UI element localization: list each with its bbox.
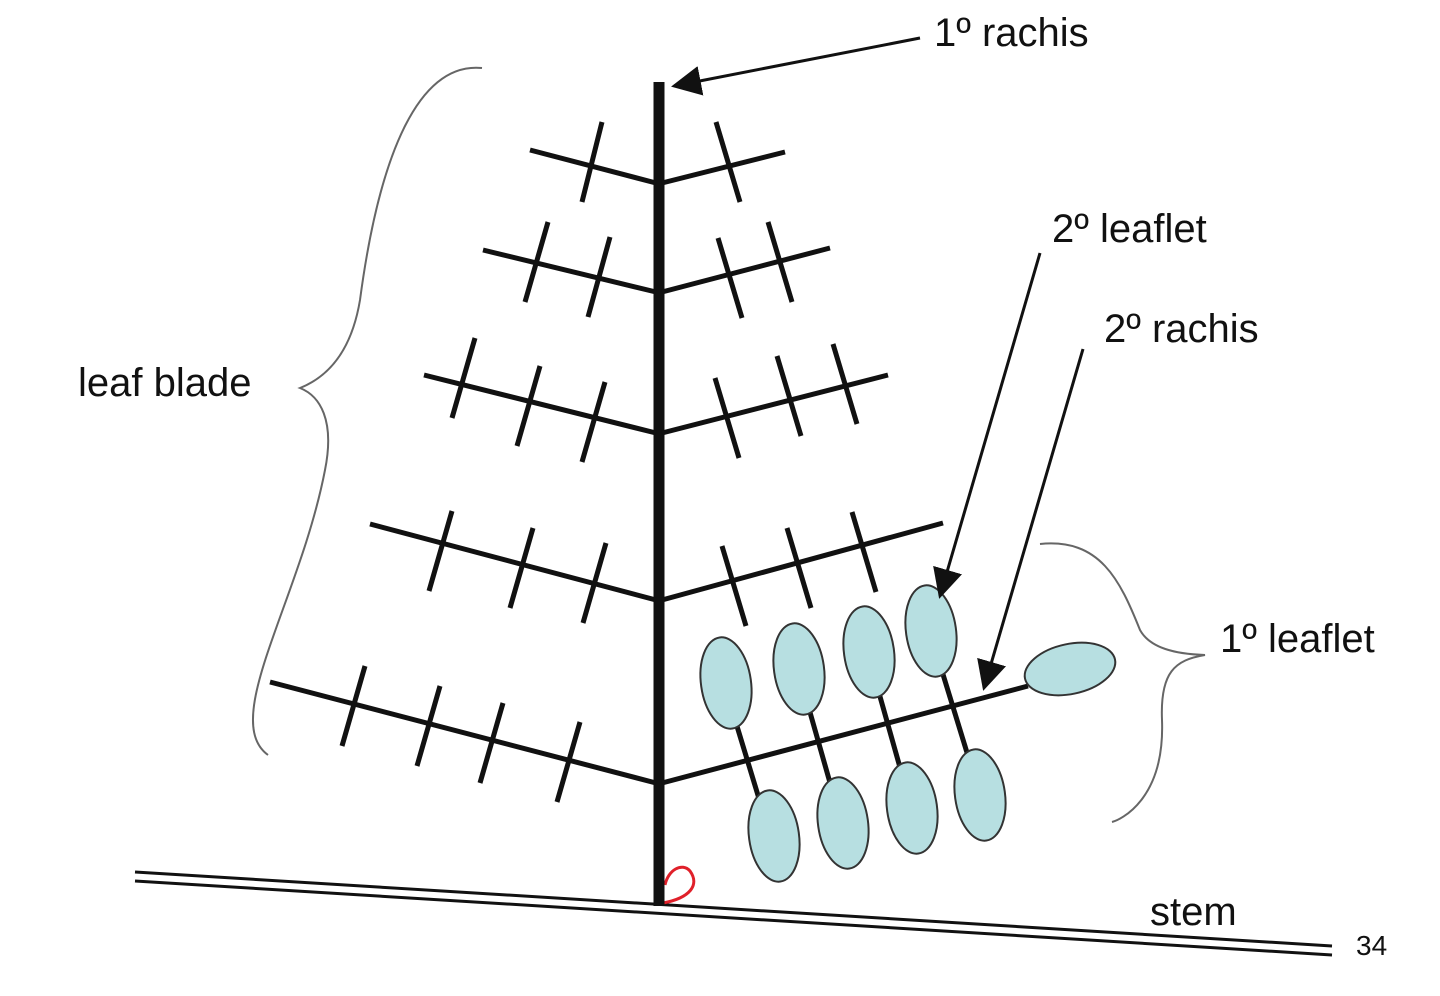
leaflet — [842, 605, 896, 699]
leaflet — [699, 636, 753, 730]
terminal-leaflet — [1023, 641, 1117, 697]
secondary-rachis-line — [661, 683, 1029, 786]
left-pinnae — [269, 121, 657, 803]
leaflet — [885, 761, 939, 855]
secondary-leaflet-label: 2º leaflet — [1052, 207, 1207, 251]
stem — [134, 870, 1333, 957]
page-number: 34 — [1356, 930, 1387, 961]
primary-rachis-label: 1º rachis — [934, 11, 1089, 55]
primary-leaflet-brace — [1039, 542, 1206, 823]
detailed-pinna — [661, 584, 1117, 883]
secondary-rachis-label: 2º rachis — [1104, 307, 1259, 351]
stipule — [662, 865, 696, 905]
leaflet — [904, 584, 958, 678]
leaflet — [772, 622, 826, 716]
leaf-blade-brace — [251, 66, 483, 756]
primary-leaflet-label: 1º leaflet — [1220, 617, 1375, 661]
stem-label: stem — [1150, 890, 1237, 934]
right-pinnae — [661, 121, 944, 627]
primary-rachis-arrow — [671, 36, 921, 96]
secondary-rachis-arrow — [977, 348, 1085, 691]
leaflet — [747, 789, 801, 883]
leaf-blade-label: leaf blade — [78, 361, 251, 405]
leaflet — [953, 748, 1007, 842]
secondary-leaflet-arrow — [933, 252, 1042, 599]
leaflet — [816, 776, 870, 870]
